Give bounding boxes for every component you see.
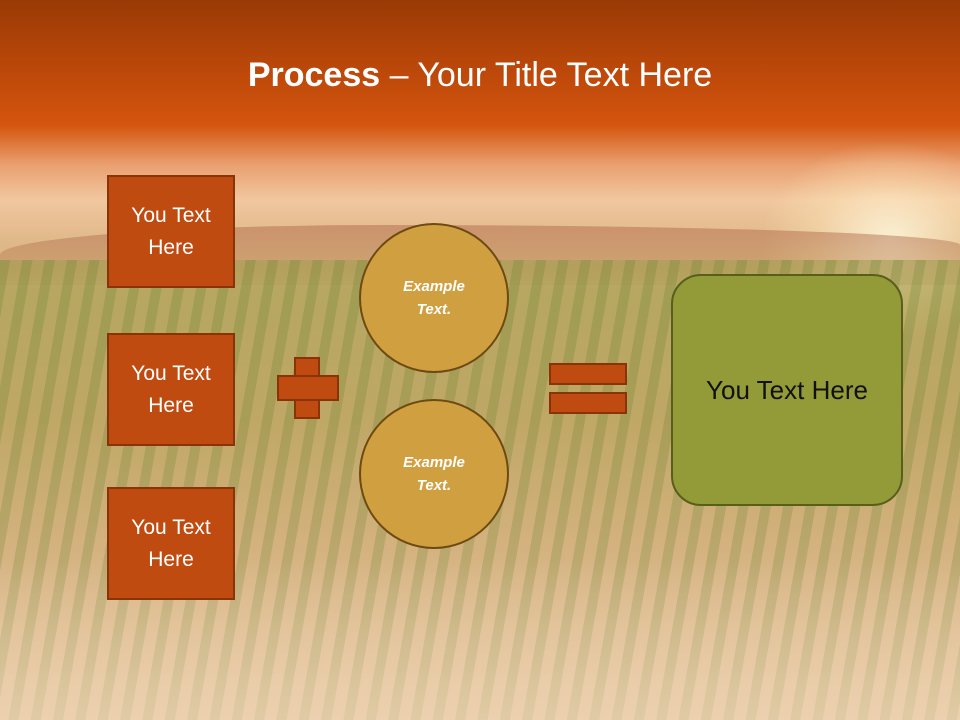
example-circle-2[interactable]: Example Text. — [359, 399, 509, 549]
result-box[interactable]: You Text Here — [671, 274, 903, 506]
slide-title[interactable]: Process – Your Title Text Here — [0, 52, 960, 98]
title-bold: Process — [247, 56, 381, 94]
equals-icon-top-bar — [549, 363, 627, 385]
plus-icon-center — [296, 377, 318, 399]
text-box-2[interactable]: You Text Here — [107, 333, 235, 446]
text-box-3[interactable]: You Text Here — [107, 487, 235, 600]
equals-icon-bottom-bar — [549, 392, 627, 414]
text-box-1[interactable]: You Text Here — [107, 175, 235, 288]
title-rest: – Your Title Text Here — [380, 56, 713, 94]
example-circle-1[interactable]: Example Text. — [359, 223, 509, 373]
